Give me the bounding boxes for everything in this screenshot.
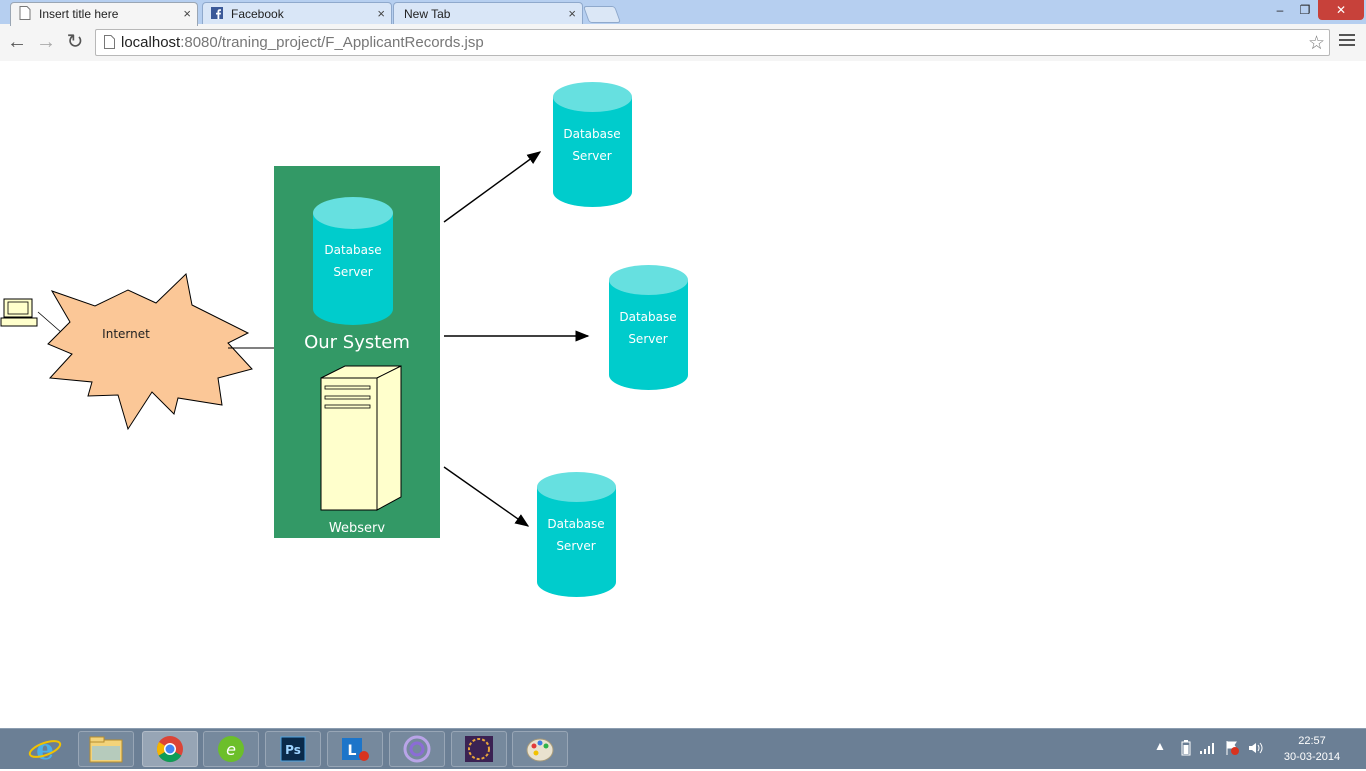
web-server-tower <box>320 365 402 511</box>
web-server-label: Webserv <box>328 521 386 536</box>
taskbar-dreamweaver[interactable]: e <box>203 731 259 767</box>
page-icon <box>104 35 115 49</box>
windows-taskbar: e e Ps L <box>0 728 1366 769</box>
action-center-icon[interactable] <box>1224 740 1240 756</box>
connector-line <box>37 311 63 334</box>
tray-overflow-icon[interactable]: ▲ <box>1154 739 1166 753</box>
tab-close-icon[interactable]: × <box>183 6 191 21</box>
reload-button[interactable]: ↻ <box>66 31 84 53</box>
taskbar-java-ee-ide[interactable] <box>451 731 507 767</box>
computer-icon <box>0 298 38 327</box>
tab-close-icon[interactable]: × <box>377 6 385 21</box>
svg-text:e: e <box>36 733 54 765</box>
app-swirl-icon <box>403 735 431 763</box>
restore-button[interactable]: ❐ <box>1299 3 1311 17</box>
volume-icon[interactable] <box>1248 740 1264 756</box>
bookmark-star-icon[interactable]: ☆ <box>1307 33 1325 54</box>
signal-icon[interactable] <box>1199 741 1217 755</box>
taskbar-lync[interactable]: L <box>327 731 383 767</box>
taskbar-clock[interactable]: 22:57 30-03-2014 <box>1272 733 1352 765</box>
db-label-line1: Database <box>547 517 605 531</box>
remote-db-label-1: Database Server <box>552 123 632 167</box>
remote-db-label-2: Database Server <box>608 306 688 350</box>
forward-button[interactable]: → <box>36 31 56 53</box>
minimize-button[interactable]: – <box>1276 3 1284 17</box>
photoshop-icon: Ps <box>280 736 306 762</box>
remote-database-cylinder-2 <box>609 265 688 390</box>
internet-explorer-icon[interactable]: e <box>28 733 62 765</box>
svg-text:e: e <box>226 740 236 759</box>
browser-toolbar: ← → ↻ localhost:8080/traning_project/F_A… <box>0 24 1366 62</box>
taskbar-chrome[interactable] <box>142 731 198 767</box>
address-url: localhost:8080/traning_project/F_Applica… <box>121 34 484 51</box>
svg-text:Ps: Ps <box>285 743 301 757</box>
address-bar[interactable]: localhost:8080/traning_project/F_Applica… <box>95 29 1330 56</box>
tab-label: Insert title here <box>39 7 119 21</box>
db-label-line1: Database <box>563 127 621 141</box>
tab-facebook[interactable]: Facebook × <box>202 2 392 24</box>
java-ee-ide-icon <box>465 736 493 762</box>
inner-database-cylinder <box>313 197 393 325</box>
our-system-label: Our System <box>304 332 410 353</box>
taskbar-photoshop[interactable]: Ps <box>265 731 321 767</box>
url-host: localhost <box>121 34 181 51</box>
db-label-line1: Database <box>324 243 382 257</box>
tab-close-icon[interactable]: × <box>568 6 576 21</box>
arrow-to-db-1 <box>443 151 542 223</box>
tab-label: New Tab <box>404 7 451 21</box>
taskbar-app-swirl[interactable] <box>389 731 445 767</box>
remote-database-cylinder-1 <box>553 82 632 207</box>
db-label-line2: Server <box>556 539 596 553</box>
lync-icon: L <box>342 738 369 761</box>
clock-time: 22:57 <box>1298 735 1326 747</box>
internet-label: Internet <box>102 327 150 341</box>
inner-db-label: Database Server <box>313 239 393 283</box>
svg-text:L: L <box>348 743 357 759</box>
taskbar-paint[interactable] <box>512 731 568 767</box>
new-tab-button[interactable] <box>582 6 622 23</box>
tab-insert-title[interactable]: Insert title here × <box>10 2 198 26</box>
arrow-to-db-3 <box>443 466 530 527</box>
tab-label: Facebook <box>231 7 284 21</box>
db-label-line2: Server <box>572 149 612 163</box>
folder-icon <box>89 736 123 763</box>
dreamweaver-icon: e <box>218 736 244 762</box>
internet-cloud <box>47 272 253 431</box>
page-icon <box>19 6 31 20</box>
remote-database-cylinder-3 <box>537 472 616 597</box>
facebook-icon <box>211 7 223 19</box>
db-label-line1: Database <box>619 310 677 324</box>
db-label-line2: Server <box>628 332 668 346</box>
network-diagram <box>0 82 688 597</box>
clock-date: 30-03-2014 <box>1283 751 1341 763</box>
browser-titlebar: Insert title here × Facebook × New Tab ×… <box>0 0 1366 26</box>
url-path: :8080/traning_project/F_ApplicantRecords… <box>180 34 484 51</box>
db-label-line2: Server <box>333 265 373 279</box>
close-window-button[interactable]: ✕ <box>1318 0 1364 20</box>
paint-icon <box>526 738 554 762</box>
chrome-menu-button[interactable] <box>1339 34 1355 49</box>
remote-db-label-3: Database Server <box>536 513 616 557</box>
page-content: Internet Database Server Our System Webs… <box>0 61 1366 728</box>
back-button[interactable]: ← <box>7 31 27 53</box>
tab-new-tab[interactable]: New Tab × <box>393 2 583 24</box>
battery-icon[interactable] <box>1180 740 1192 756</box>
taskbar-file-explorer[interactable] <box>78 731 134 767</box>
chrome-icon <box>156 736 183 763</box>
